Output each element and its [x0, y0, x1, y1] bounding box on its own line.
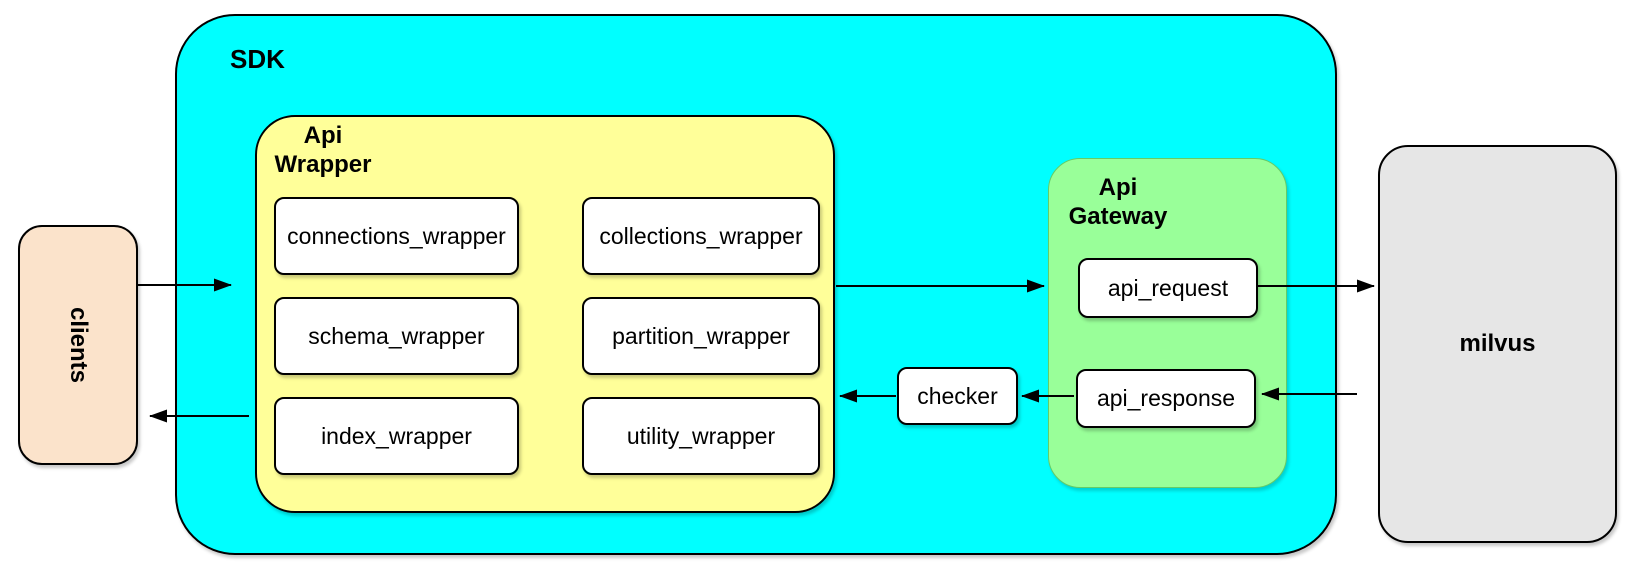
clients-label: clients: [65, 306, 92, 384]
api-request-box: api_request: [1078, 258, 1258, 318]
clients-box: clients: [18, 225, 138, 465]
milvus-box: milvus: [1378, 145, 1617, 543]
api-gateway-container: Api Gateway api_request api_response: [1048, 158, 1287, 488]
api-wrapper-container: Api Wrapper connections_wrapper collecti…: [255, 115, 835, 513]
wrapper-box-index: index_wrapper: [274, 397, 519, 475]
wrapper-box-utility: utility_wrapper: [582, 397, 820, 475]
wrapper-box-partition: partition_wrapper: [582, 297, 820, 375]
wrapper-box-schema: schema_wrapper: [274, 297, 519, 375]
milvus-label: milvus: [1459, 330, 1536, 357]
sdk-title: SDK: [230, 44, 285, 74]
wrapper-box-connections: connections_wrapper: [274, 197, 519, 275]
checker-box: checker: [897, 367, 1018, 425]
api-wrapper-title: Api Wrapper: [274, 122, 372, 178]
api-response-box: api_response: [1076, 369, 1256, 428]
wrapper-box-collections: collections_wrapper: [582, 197, 820, 275]
api-gateway-title: Api Gateway: [1068, 174, 1168, 230]
